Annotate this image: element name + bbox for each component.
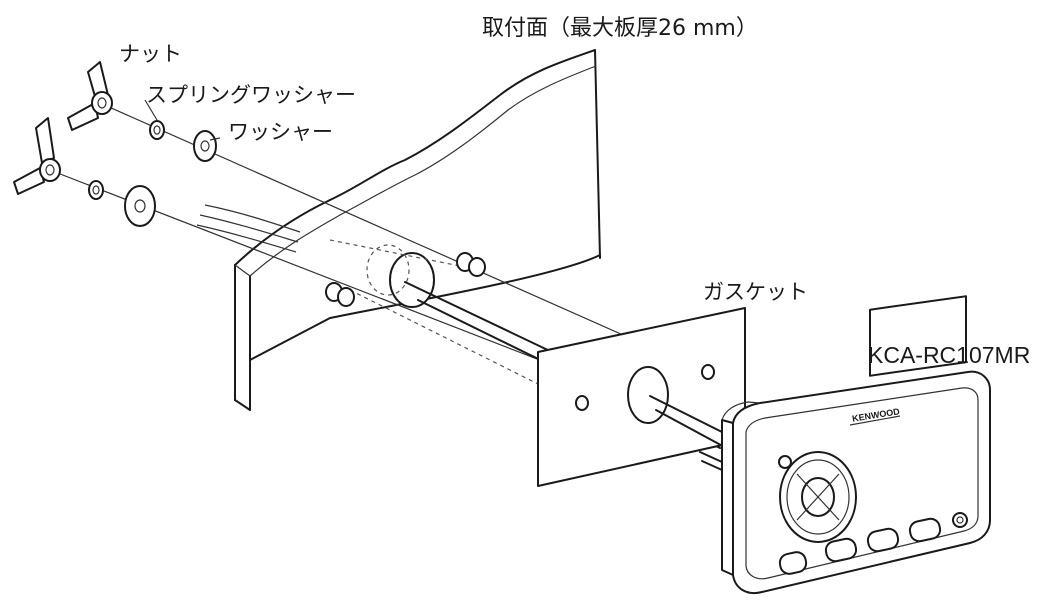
gasket (537, 307, 746, 487)
remote-control-unit (699, 295, 991, 594)
stud-upper (456, 252, 486, 277)
nut-label: ナット (119, 42, 182, 66)
mounting-panel (234, 49, 601, 411)
washer-label: ワッシャー (228, 120, 333, 144)
gasket-label: ガスケット (703, 280, 808, 304)
wing-nut-lower (13, 117, 61, 195)
spring-washer-upper (149, 120, 165, 140)
spring-washer-label: スプリングワッシャー (146, 83, 356, 107)
washer-upper (193, 130, 217, 162)
washer-lower (124, 185, 156, 227)
model-label: KCA-RC107MR (868, 342, 1031, 368)
wing-nut-upper (67, 61, 113, 131)
stud-lower (325, 282, 355, 307)
panel-label: 取付面（最大板厚26 mm） (482, 16, 758, 41)
spring-washer-lower (88, 180, 104, 200)
